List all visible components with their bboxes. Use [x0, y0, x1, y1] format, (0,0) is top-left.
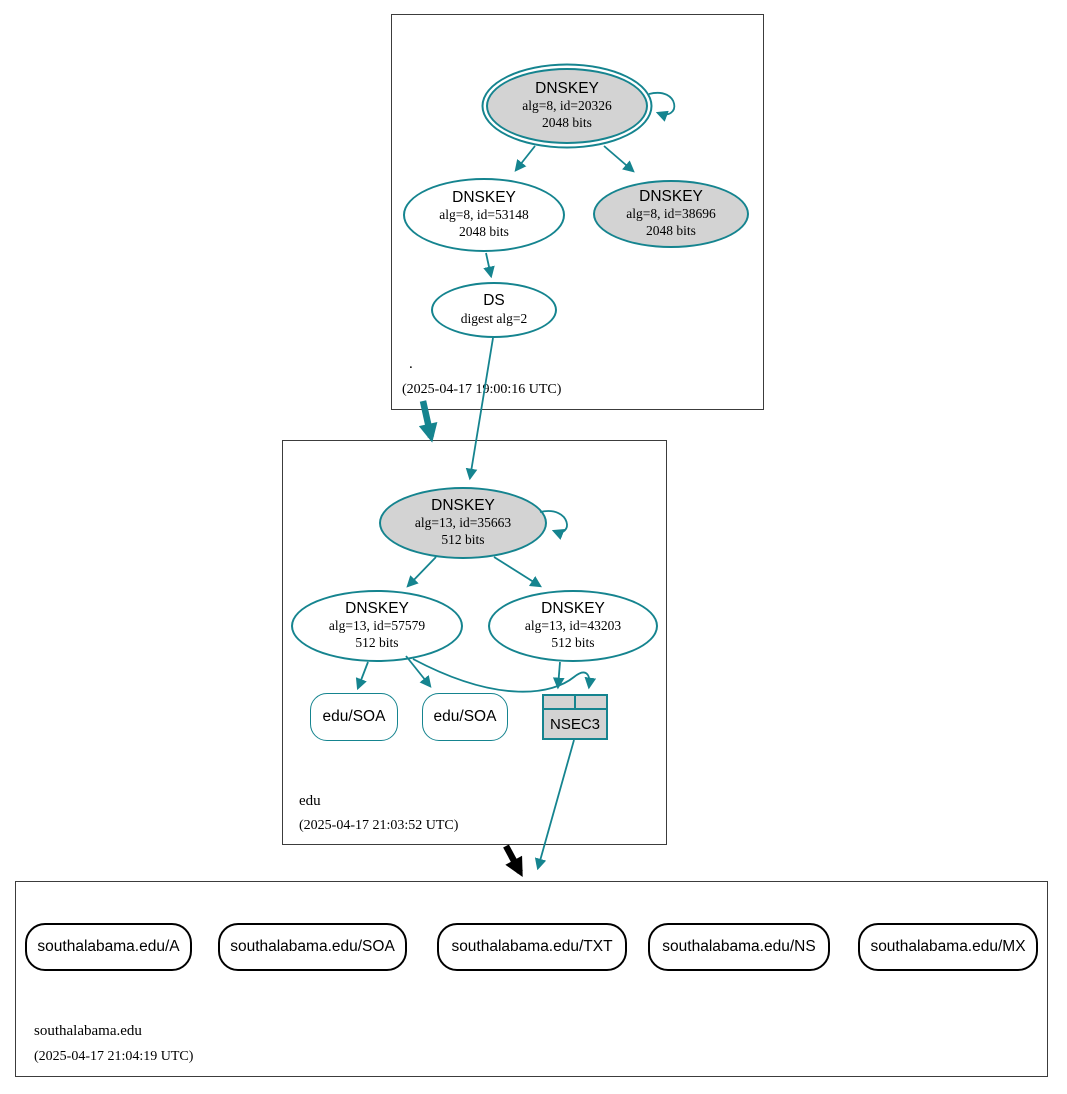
node-dnskey-20326[interactable]: DNSKEY alg=8, id=20326 2048 bits — [486, 68, 648, 144]
node-nsec3[interactable]: NSEC3 — [542, 694, 608, 740]
node-bits: 512 bits — [441, 532, 485, 548]
node-label: NSEC3 — [549, 715, 601, 733]
node-label: edu/SOA — [322, 708, 386, 725]
nsec3-cells — [544, 696, 606, 710]
node-edu-soa-2[interactable]: edu/SOA — [422, 693, 508, 741]
node-detail: alg=13, id=43203 — [524, 618, 622, 634]
zone-box-southalabama: southalabama.edu (2025-04-17 21:04:19 UT… — [15, 881, 1048, 1077]
node-southalabama-a[interactable]: southalabama.edu/A — [25, 923, 192, 971]
node-label: edu/SOA — [433, 708, 497, 725]
zone-timestamp-edu: (2025-04-17 21:03:52 UTC) — [299, 818, 459, 833]
node-detail: alg=8, id=20326 — [522, 98, 612, 114]
node-label: southalabama.edu/MX — [870, 938, 1026, 955]
zone-name-root: . — [409, 356, 413, 372]
node-label: southalabama.edu/TXT — [451, 938, 613, 955]
node-detail: alg=13, id=35663 — [414, 515, 512, 531]
zone-name-southalabama: southalabama.edu — [34, 1023, 142, 1039]
node-edu-soa-1[interactable]: edu/SOA — [310, 693, 398, 741]
node-southalabama-txt[interactable]: southalabama.edu/TXT — [437, 923, 627, 971]
node-detail: alg=8, id=38696 — [626, 206, 716, 222]
nsec3-cell — [544, 696, 574, 708]
node-label: southalabama.edu/SOA — [230, 938, 395, 955]
node-detail: digest alg=2 — [460, 310, 528, 326]
nsec3-cell — [574, 696, 606, 708]
node-ds-root[interactable]: DS digest alg=2 — [431, 282, 557, 338]
node-bits: 512 bits — [551, 635, 595, 651]
edge-edu-to-southalabama-delegation — [503, 844, 523, 878]
node-title: DNSKEY — [431, 496, 495, 514]
zone-timestamp-southalabama: (2025-04-17 21:04:19 UTC) — [34, 1049, 194, 1064]
node-dnskey-57579[interactable]: DNSKEY alg=13, id=57579 512 bits — [291, 590, 463, 662]
node-detail: alg=8, id=53148 — [439, 207, 529, 223]
node-bits: 512 bits — [355, 635, 399, 651]
node-dnskey-35663[interactable]: DNSKEY alg=13, id=35663 512 bits — [379, 487, 547, 559]
node-dnskey-53148[interactable]: DNSKEY alg=8, id=53148 2048 bits — [403, 178, 565, 252]
node-bits: 2048 bits — [542, 115, 592, 131]
node-southalabama-mx[interactable]: southalabama.edu/MX — [858, 923, 1038, 971]
node-southalabama-ns[interactable]: southalabama.edu/NS — [648, 923, 830, 971]
node-bits: 2048 bits — [646, 223, 696, 239]
node-title: DNSKEY — [452, 188, 516, 206]
node-detail: alg=13, id=57579 — [328, 618, 426, 634]
zone-timestamp-root: (2025-04-17 19:00:16 UTC) — [402, 382, 562, 397]
node-dnskey-38696[interactable]: DNSKEY alg=8, id=38696 2048 bits — [593, 180, 749, 248]
node-label: southalabama.edu/A — [37, 938, 180, 955]
zone-name-edu: edu — [299, 793, 321, 809]
node-title: DS — [483, 292, 505, 310]
node-title: DNSKEY — [639, 187, 703, 205]
node-dnskey-43203[interactable]: DNSKEY alg=13, id=43203 512 bits — [488, 590, 658, 662]
node-southalabama-soa[interactable]: southalabama.edu/SOA — [218, 923, 407, 971]
node-label: southalabama.edu/NS — [662, 938, 816, 955]
node-bits: 2048 bits — [459, 224, 509, 240]
node-title: DNSKEY — [541, 599, 605, 617]
node-title: DNSKEY — [345, 599, 409, 617]
node-title: DNSKEY — [535, 79, 599, 97]
